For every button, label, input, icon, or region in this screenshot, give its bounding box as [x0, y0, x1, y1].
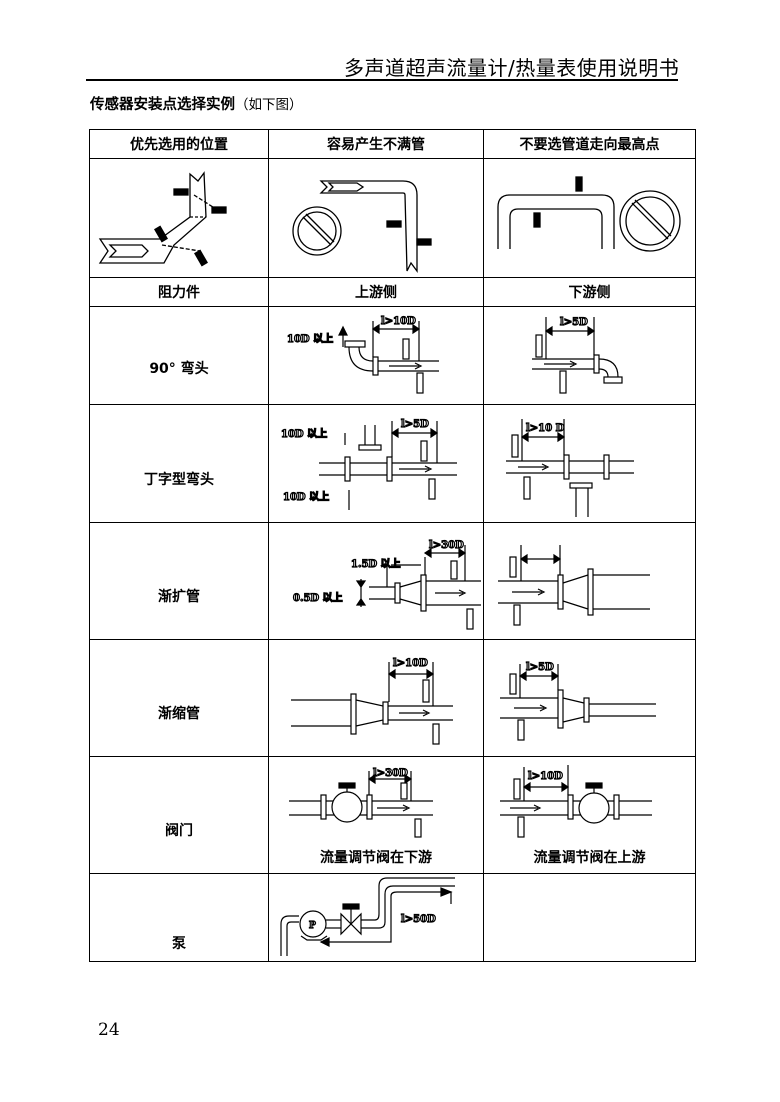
dimension-label: l>5D: [526, 662, 554, 673]
empty-downstream-cell: [483, 873, 696, 962]
fitting-label-cell: 90° 弯头: [89, 306, 269, 405]
dimension-label: l>50D: [401, 914, 436, 925]
dimension-label: 10D 以上: [287, 332, 333, 345]
upstream-diagram-cell: P l>50D: [268, 873, 484, 962]
dimension-label: 10D 以上: [283, 490, 329, 503]
header-downstream: 下游侧: [483, 277, 696, 307]
downstream-diagram-cell: l>10 D: [483, 404, 696, 523]
dimension-label: l>30D: [429, 540, 464, 551]
valve-upstream-caption: 流量调节阀在上游: [533, 850, 646, 866]
fitting-label-cell: 阀门: [89, 756, 269, 874]
header-not-full: 容易产生不满管: [268, 129, 484, 159]
header-preferred: 优先选用的位置: [89, 129, 269, 159]
upstream-diagram-cell: 1.5D 以上 0.5D 以上 l>30D: [268, 522, 484, 640]
not-highest-point-diagram: [497, 176, 681, 252]
top-header-row: 优先选用的位置 容易产生不满管 不要选管道走向最高点: [89, 129, 696, 159]
sub-header-row: 阻力件 上游侧 下游侧: [89, 277, 696, 307]
upstream-diagram-cell: l>30D 流量调节阀在下游: [268, 756, 484, 874]
downstream-diagram-cell: l>10D 流量调节阀在上游: [483, 756, 696, 874]
page-number: 24: [98, 1020, 120, 1040]
diagram-preferred-position: [89, 158, 269, 278]
table-row-pump: 泵 P l>50D: [89, 873, 696, 962]
valve-upstream-diagram: l>30D: [289, 767, 433, 838]
elbow-downstream-diagram: l>5D: [532, 316, 623, 394]
valve-downstream-diagram: l>10D: [500, 765, 652, 838]
table-row-tee: 丁字型弯头 10D 以上 10D 以上 l>5D: [89, 404, 696, 523]
upstream-diagram-cell: 10D 以上 10D 以上 l>5D: [268, 404, 484, 523]
sensor-placement-table: 优先选用的位置 容易产生不满管 不要选管道走向最高点: [89, 129, 696, 962]
dimension-label: l>10D: [528, 771, 563, 782]
table-row-expander: 渐扩管 1.5D 以上 0.5D 以上 l>30D: [89, 522, 696, 640]
dimension-label: l>10D: [393, 658, 428, 669]
fitting-label: 渐缩管: [158, 706, 200, 722]
fitting-label-cell: 渐缩管: [89, 639, 269, 757]
elbow-upstream-diagram: 10D 以上 l>10D: [286, 315, 439, 394]
fitting-label-cell: 丁字型弯头: [89, 404, 269, 523]
section-heading: 传感器安装点选择实例（如下图）: [90, 93, 303, 114]
fitting-label-cell: 渐扩管: [89, 522, 269, 640]
expander-downstream-diagram: [498, 545, 650, 626]
header-upstream: 上游侧: [268, 277, 484, 307]
downstream-diagram-cell: [483, 522, 696, 640]
section-title: 传感器安装点选择实例: [90, 97, 235, 113]
fitting-label-cell: 泵: [89, 873, 269, 962]
not-full-pipe-diagram: [292, 180, 432, 273]
pump-letter: P: [309, 921, 316, 931]
fitting-label: 阀门: [165, 823, 193, 839]
document-header-title: 多声道超声流量计/热量表使用说明书: [344, 56, 680, 80]
overview-diagram-row: [89, 158, 696, 278]
upstream-diagram-cell: 10D 以上 l>10D: [268, 306, 484, 405]
dimension-label: 1.5D 以上: [351, 557, 401, 570]
reducer-upstream-diagram: l>10D: [291, 657, 453, 745]
expander-upstream-diagram: 1.5D 以上 0.5D 以上 l>30D: [292, 539, 481, 630]
header-not-highest: 不要选管道走向最高点: [483, 129, 696, 159]
tee-upstream-diagram: 10D 以上 10D 以上 l>5D: [280, 418, 457, 510]
fitting-label: 丁字型弯头: [144, 471, 214, 488]
upstream-diagram-cell: l>10D: [268, 639, 484, 757]
dimension-label: l>5D: [560, 317, 588, 328]
valve-downstream-caption: 流量调节阀在下游: [320, 850, 432, 866]
dimension-label: l>5D: [401, 419, 429, 430]
diagram-not-full-pipe: [268, 158, 484, 278]
dimension-label: 10D 以上: [281, 427, 327, 440]
fitting-label: 渐扩管: [158, 589, 200, 605]
table-row-valve: 阀门 l>30D 流量调节阀在下游: [89, 756, 696, 874]
section-subtitle: （如下图）: [235, 97, 303, 113]
downstream-diagram-cell: l>5D: [483, 639, 696, 757]
fitting-label: 90° 弯头: [149, 360, 209, 377]
header-fitting: 阻力件: [89, 277, 269, 307]
table-row-reducer: 渐缩管 l>10D: [89, 639, 696, 757]
downstream-diagram-cell: l>5D: [483, 306, 696, 405]
table-row-elbow: 90° 弯头 10D 以上 l>10D: [89, 306, 696, 405]
dimension-label: 0.5D 以上: [293, 591, 343, 604]
preferred-pipe-diagram: [98, 171, 227, 267]
tee-downstream-diagram: l>10 D: [506, 419, 634, 517]
dimension-label: l>10D: [381, 316, 416, 327]
pump-upstream-diagram: P l>50D: [280, 877, 455, 956]
dimension-label: l>30D: [373, 768, 408, 779]
reducer-downstream-diagram: l>5D: [500, 661, 656, 741]
fitting-label: 泵: [172, 935, 186, 952]
dimension-label: l>10 D: [526, 423, 565, 434]
header-rule: [86, 79, 678, 81]
diagram-not-highest-point: [483, 158, 696, 278]
